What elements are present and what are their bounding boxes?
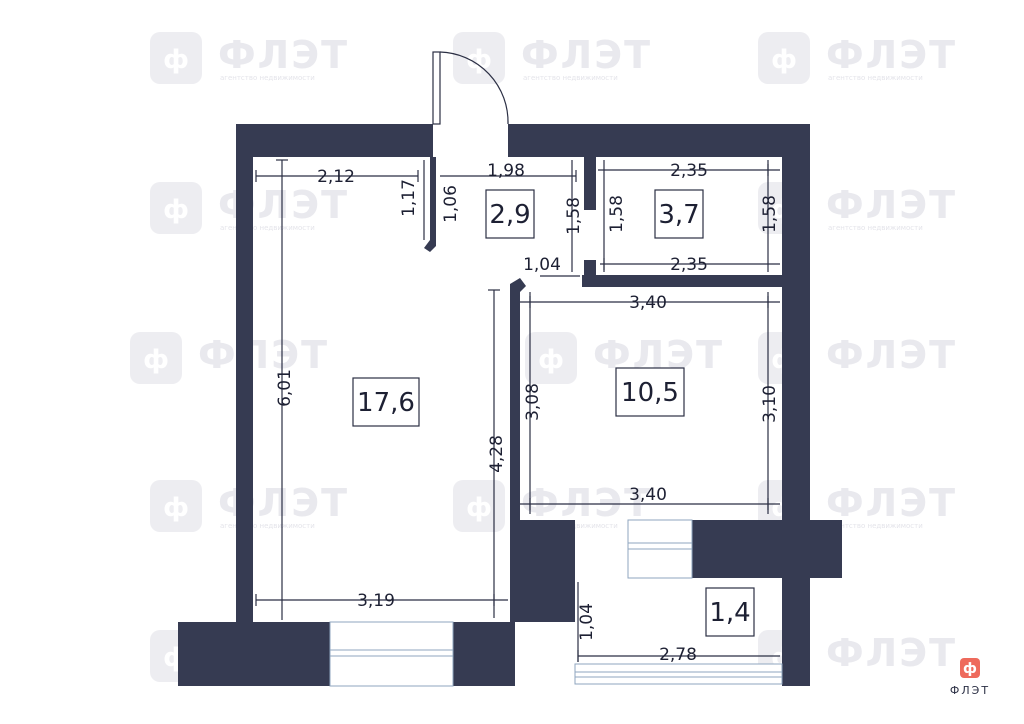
entrance-door [432, 51, 509, 125]
window-balcony [574, 663, 783, 685]
wall-hall-stub [424, 157, 436, 252]
watermark-logo-icon [525, 332, 577, 384]
wall-hall-bath [584, 157, 596, 210]
watermark: ф ФЛЭТ агентство недвижимости [758, 32, 957, 84]
watermark-name: ФЛЭТ [826, 481, 957, 525]
wall-balcony-right [782, 578, 810, 686]
dim-label-hall-left-height: 1,06 [441, 185, 461, 223]
dim-label-living-height: 6,01 [275, 369, 295, 407]
dim-label-living-bottom-width: 3,19 [357, 591, 395, 611]
area-box [654, 189, 704, 239]
area-label-living: 17,6 [357, 388, 415, 418]
watermark-name: ФЛЭТ [826, 631, 957, 675]
dim-label-hall-right-height: 1,58 [564, 197, 584, 235]
watermark-name: ФЛЭТ [521, 481, 652, 525]
brand-logo-glyph: ф [963, 661, 977, 677]
watermark-logo-glyph: ф [163, 493, 189, 523]
room-bath: 3,7 [654, 189, 704, 239]
dim-label-bath-left-height: 1,58 [607, 195, 627, 233]
wall-right [782, 124, 810, 524]
wall-top-left [236, 124, 433, 157]
watermark-name: ФЛЭТ [826, 183, 957, 227]
watermark-logo-icon [130, 332, 182, 384]
area-box [615, 367, 685, 417]
watermark: ф ФЛЭТ [130, 332, 329, 384]
dim-label-bath-bottom-width: 2,35 [670, 255, 708, 275]
watermark: ф ФЛЭТ агентство недвижимости [453, 32, 652, 84]
watermark-name: ФЛЭТ [218, 33, 349, 77]
watermark-name: ФЛЭТ [198, 333, 329, 377]
area-box [352, 377, 420, 427]
watermark-logo-glyph: ф [163, 45, 189, 75]
dim-label-balcony-width: 2,78 [659, 645, 697, 665]
watermark-logo-glyph: ф [466, 493, 492, 523]
watermark-name: ФЛЭТ [826, 333, 957, 377]
wall-bottom-mid [453, 622, 515, 686]
wall-living-kitchen [510, 278, 526, 622]
dim-label-kitchen-left-height: 3,08 [523, 383, 543, 421]
dim-label-bath-right-height: 1,58 [760, 195, 780, 233]
wall-bottom-left [178, 622, 330, 686]
area-box [705, 587, 755, 637]
watermark-tagline: агентство недвижимости [828, 74, 923, 82]
wall-bath-bottom [582, 275, 782, 287]
watermark-logo-glyph: ф [163, 195, 189, 225]
dim-label-living-inner-height: 4,28 [487, 435, 507, 473]
dim-label-living-top-width: 2,12 [317, 167, 355, 187]
watermark-logo-icon [150, 480, 202, 532]
watermark-logo-glyph: ф [771, 45, 797, 75]
watermark-tagline: агентство недвижимости [828, 522, 923, 530]
room-areas: 17,6 2,9 3,7 10,5 1,4 [352, 189, 755, 637]
brand-name: ФЛЭТ [950, 684, 990, 697]
brand-logo-icon [960, 658, 980, 678]
dimension-labels: 2,12 1,17 1,06 1,98 1,58 1,04 2,35 1,58 … [275, 161, 780, 665]
area-label-hall: 2,9 [489, 200, 530, 230]
watermark-tagline: агентство недвижимости [220, 224, 315, 232]
watermark: ф ФЛЭТ агентство недвижимости [453, 480, 652, 532]
dim-label-hall-width: 1,98 [487, 161, 525, 181]
door-swing-arc [439, 51, 509, 125]
watermark-name: ФЛЭТ [826, 33, 957, 77]
watermark-logo-icon [150, 182, 202, 234]
wall-bath-stub [584, 260, 596, 287]
wall-kitchen-bottom-right [692, 520, 842, 578]
watermark-name: ФЛЭТ [521, 33, 652, 77]
dim-label-living-top-height: 1,17 [399, 179, 419, 217]
watermark-logo-icon [453, 480, 505, 532]
watermark-tagline: агентство недвижимости [523, 74, 618, 82]
room-living: 17,6 [352, 377, 420, 427]
watermark-logo-icon [453, 32, 505, 84]
windows [329, 519, 783, 687]
watermark: ф ФЛЭТ агентство недвижимости [150, 32, 349, 84]
dim-label-balcony-height: 1,04 [577, 603, 597, 641]
dim-label-kitchen-bottom-width: 3,40 [629, 485, 667, 505]
area-label-kitchen: 10,5 [621, 378, 679, 408]
watermark-tagline: агентство недвижимости [220, 74, 315, 82]
watermark-tagline: агентство недвижимости [828, 224, 923, 232]
door-leaf [432, 51, 441, 125]
wall-top-right [508, 124, 810, 157]
window-living [329, 621, 454, 687]
dim-label-kitchen-top-width: 3,40 [629, 293, 667, 313]
watermark-logo-glyph: ф [143, 345, 169, 375]
dim-label-hall-passage: 1,04 [523, 255, 561, 275]
dim-label-bath-top-width: 2,35 [670, 161, 708, 181]
watermark-tagline: агентство недвижимости [220, 522, 315, 530]
watermark-logo-icon [150, 32, 202, 84]
walls [178, 124, 842, 686]
room-kitchen: 10,5 [615, 367, 685, 417]
area-box [485, 189, 535, 239]
wall-balcony-left [515, 578, 575, 622]
room-hall: 2,9 [485, 189, 535, 239]
dim-label-kitchen-right-height: 3,10 [760, 385, 780, 423]
watermark-logo-icon [758, 32, 810, 84]
wall-left [236, 124, 253, 624]
watermark-logo-glyph: ф [538, 345, 564, 375]
brand-logo: ф ФЛЭТ [950, 658, 990, 697]
area-label-bath: 3,7 [658, 200, 699, 230]
area-label-balcony: 1,4 [709, 598, 750, 628]
room-balcony: 1,4 [705, 587, 755, 637]
dimension-lines [255, 159, 780, 662]
